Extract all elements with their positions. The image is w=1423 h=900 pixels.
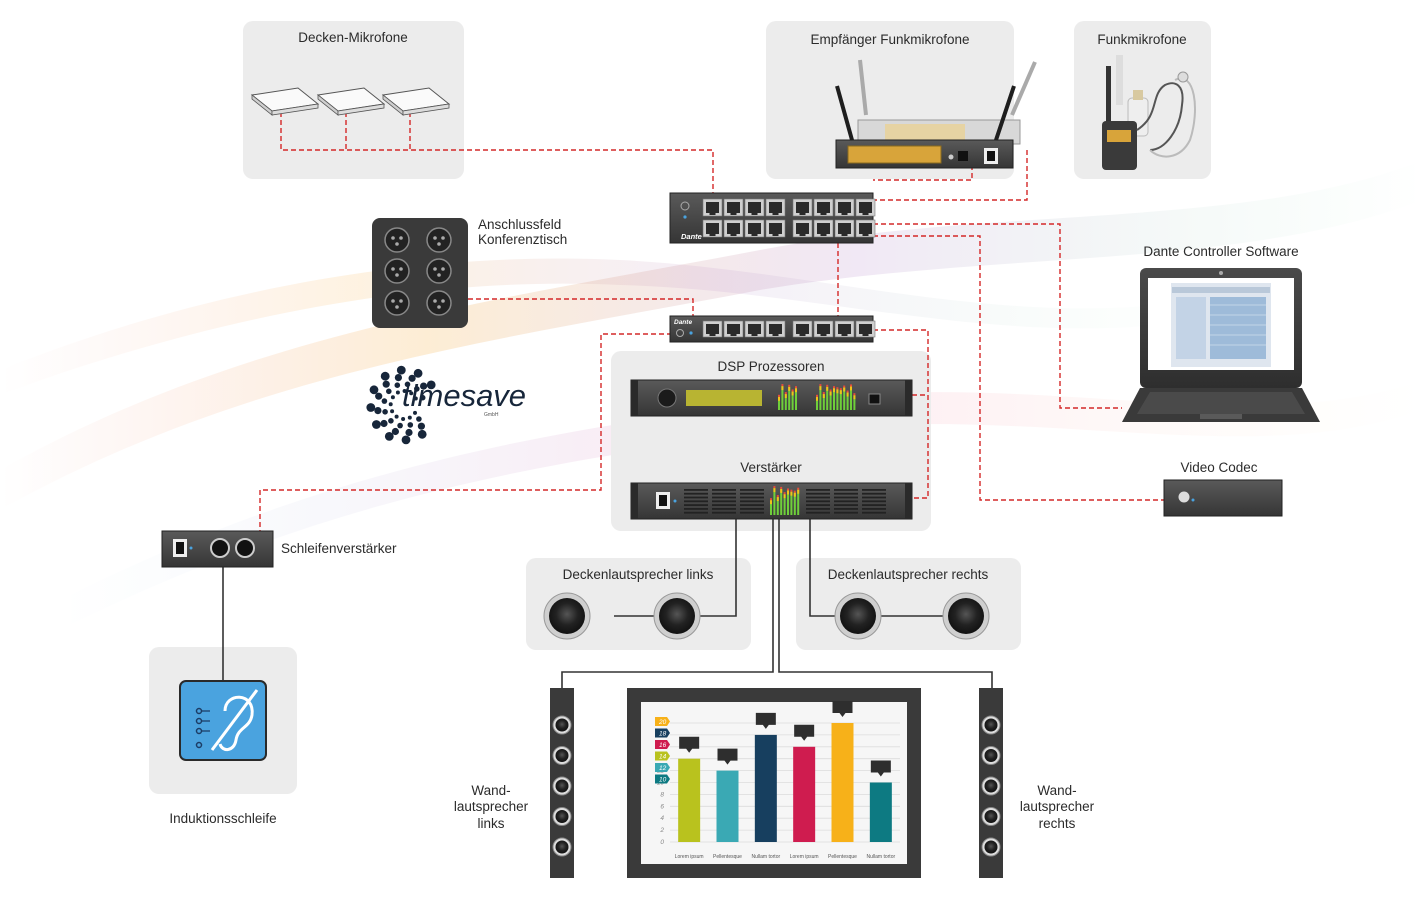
legend-badge (655, 740, 670, 749)
y-tick-label: 4 (660, 815, 664, 822)
label-wall-left-3: links (477, 816, 504, 831)
y-tick-label: 0 (660, 839, 664, 846)
label-panel-line1: Anschlussfeld (478, 217, 561, 232)
legend-badge-label: 12 (659, 765, 667, 772)
ceiling-mic-3 (381, 87, 451, 116)
label-wireless-mics: Funkmikrofone (1097, 32, 1186, 47)
chart-bar (869, 782, 892, 842)
category-label: Nullam tortor (867, 854, 896, 860)
chart-bar (793, 746, 816, 842)
legend-badge (655, 763, 670, 772)
legend-badge-label: 18 (659, 731, 667, 738)
wireless-receiver-device (835, 59, 1037, 169)
label-speakers-right: Deckenlautsprecher rechts (828, 567, 989, 582)
category-label: Pellentesque (713, 854, 742, 860)
label-wall-left-2: lautsprecher (454, 799, 529, 814)
label-speakers-left: Deckenlautsprecher links (563, 567, 714, 582)
label-wireless-receiver: Empfänger Funkmikrofone (810, 32, 969, 47)
dante-switch-secondary: Dante (669, 315, 876, 343)
timesave-logo: timesave GmbH (366, 365, 526, 445)
loop-amplifier-device (161, 530, 274, 568)
category-label: Lorem ipsum (675, 854, 704, 860)
bar-chart: 0 2 4 6 8 10 12 14 16 18 20Lorem ipsum Pellentesque… (655, 701, 900, 860)
wall-speaker-left (550, 688, 574, 878)
ceiling-mic-2 (316, 87, 386, 116)
logo-suffix: GmbH (484, 412, 499, 418)
bar-tooltip-marker (717, 748, 738, 765)
conference-table-panel (372, 218, 468, 328)
switch-brand-label: Dante (681, 232, 702, 241)
wall-speaker-right (979, 688, 1003, 878)
category-label: Lorem ipsum (790, 854, 819, 860)
bar-tooltip-marker (679, 736, 700, 753)
chart-bar (716, 770, 739, 842)
y-tick-label: 6 (660, 803, 664, 810)
wireless-mics-device (1102, 55, 1196, 170)
label-dante-software: Dante Controller Software (1143, 244, 1298, 259)
bar-tooltip-marker (755, 712, 776, 729)
dante-switch-main: Dante (669, 192, 876, 244)
category-label: Pellentesque (828, 854, 857, 860)
logo-text: timesave (402, 378, 526, 413)
legend-badge (655, 717, 670, 726)
switch-brand-label-2: Dante (674, 319, 692, 326)
chart-bar (831, 723, 854, 842)
label-ceiling-mics: Decken-Mikrofone (298, 30, 408, 45)
label-loop-amp: Schleifenverstärker (281, 541, 397, 556)
label-dsp: DSP Prozessoren (717, 359, 824, 374)
label-amplifier: Verstärker (740, 460, 802, 475)
legend-badge-label: 16 (659, 742, 667, 749)
label-panel-line2: Konferenztisch (478, 232, 567, 247)
category-label: Nullam tortor (752, 854, 781, 860)
y-tick-label: 8 (660, 791, 664, 798)
label-wall-right-1: Wand- (1037, 783, 1076, 798)
label-wall-left-1: Wand- (471, 783, 510, 798)
ceiling-mic-1 (250, 87, 320, 116)
legend-badge (655, 728, 670, 738)
label-induction-loop: Induktionsschleife (169, 811, 276, 826)
audio-cables (222, 519, 993, 688)
chart-bar (754, 734, 777, 842)
legend-badge-label: 20 (658, 719, 667, 726)
bar-tooltip-marker (794, 724, 815, 741)
label-wall-right-3: rechts (1039, 816, 1076, 831)
legend-badge (655, 774, 670, 784)
label-wall-right-2: lautsprecher (1020, 799, 1095, 814)
legend-badge (655, 751, 670, 761)
hearing-loop-icon (179, 680, 267, 761)
legend-badge-label: 14 (659, 754, 667, 761)
bar-tooltip-marker (870, 760, 891, 777)
video-codec-device (1163, 479, 1283, 517)
laptop-device (1122, 268, 1320, 422)
ceiling-speakers-left (543, 592, 701, 640)
ceiling-speakers-right (834, 592, 990, 640)
y-tick-label: 2 (659, 827, 664, 834)
dsp-processor-device (630, 379, 913, 417)
bar-tooltip-marker (832, 701, 853, 717)
amplifier-device (630, 482, 913, 520)
label-video-codec: Video Codec (1180, 460, 1257, 475)
chart-bar (678, 758, 701, 842)
ceiling-mic-pads (250, 87, 451, 116)
display-screen: 0 2 4 6 8 10 12 14 16 18 20Lorem ipsum Pellentesque… (627, 688, 921, 878)
network-cables (259, 112, 1164, 531)
legend-badge-label: 10 (659, 777, 667, 784)
